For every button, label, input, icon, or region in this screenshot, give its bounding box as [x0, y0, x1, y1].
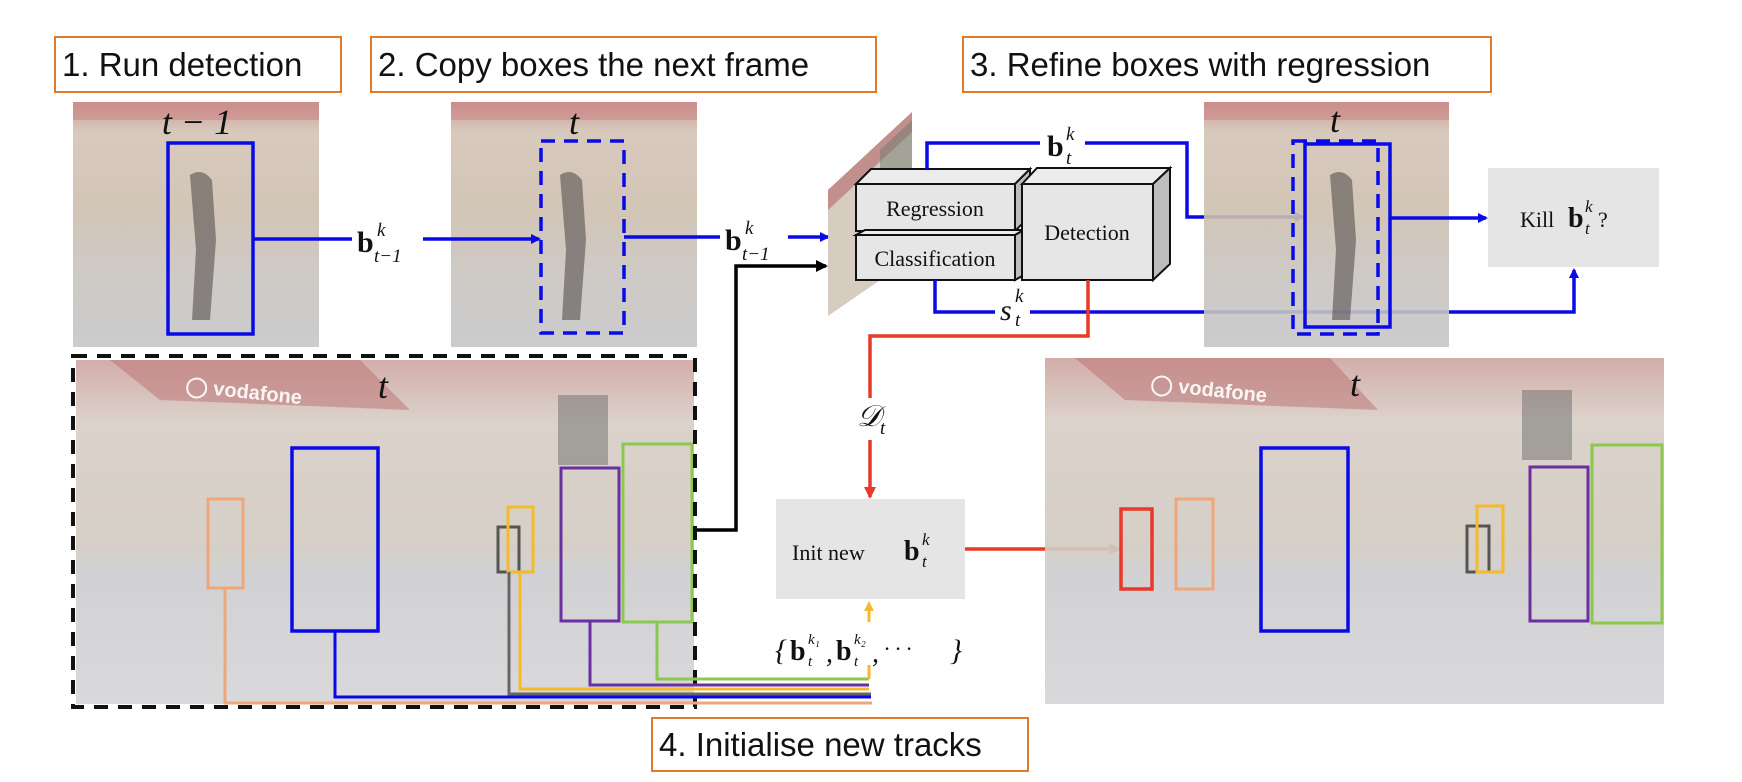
svg-text:b: b [790, 636, 806, 667]
copy-box-arrow: b k t−1 [253, 220, 541, 267]
track-box-orange [1174, 497, 1215, 591]
step-2-label: 2. Copy boxes the next frame [378, 46, 809, 83]
candidate-set-label: { b k₁ t , b k₂ t , · · · } [775, 632, 962, 670]
regression-head: Regression [853, 166, 1033, 234]
input-box-arrow: b k t−1 [624, 218, 830, 265]
frame-output-time-label: t [1350, 364, 1361, 404]
svg-text:,: , [872, 638, 879, 669]
svg-text:k: k [377, 220, 386, 241]
svg-text:b: b [1568, 203, 1584, 234]
step-1-label-box: 1. Run detection [54, 36, 342, 93]
frame-output: ◯ vodafone t [1045, 358, 1664, 704]
svg-text:t: t [1066, 148, 1072, 169]
pedestrian-silhouette [1330, 171, 1356, 320]
svg-text:k₂: k₂ [854, 632, 866, 648]
unmatched-detection-lines [223, 572, 872, 705]
svg-text:· · ·: · · · [884, 636, 912, 661]
frame-refined-time-label: t [1330, 100, 1341, 140]
kill-label: Kill [1520, 207, 1554, 232]
svg-text:?: ? [1598, 207, 1608, 232]
init-new-track-box: Init new b k t [776, 499, 965, 599]
svg-text:t−1: t−1 [374, 246, 402, 267]
svg-text:b: b [357, 226, 374, 259]
detection-head: Detection [1019, 165, 1173, 283]
svg-text:}: } [950, 634, 962, 667]
svg-text:k: k [1066, 124, 1075, 145]
classification-label: Classification [875, 246, 996, 271]
track-box-purple [1528, 465, 1590, 623]
new-track-box-red [1119, 507, 1154, 591]
frame-to-network-arrow [697, 260, 828, 532]
frame-prev-time-label: t − 1 [162, 102, 232, 142]
frame-full-detections: ◯ vodafone t [71, 354, 697, 709]
regression-label: Regression [886, 196, 984, 221]
svg-text:b: b [1047, 130, 1064, 163]
svg-text:s: s [1000, 294, 1012, 327]
step-1-label: 1. Run detection [62, 46, 302, 83]
svg-text:b: b [904, 536, 920, 567]
label-s-k-t: s k t [1000, 286, 1024, 331]
frame-prev: t − 1 [73, 102, 319, 347]
track-box-blue [1259, 446, 1350, 633]
pedestrian-silhouette [560, 171, 586, 320]
classification-head: Classification [852, 228, 1028, 282]
svg-text:t: t [1015, 310, 1021, 331]
kill-decision-box: Kill b k t ? [1488, 168, 1659, 267]
step-3-label: 3. Refine boxes with regression [970, 46, 1430, 83]
frame-copied-time-label: t [569, 102, 580, 142]
frame-refined: t [1204, 100, 1449, 347]
svg-text:k: k [922, 530, 930, 549]
svg-text:t: t [1585, 219, 1591, 238]
track-box-green [1590, 443, 1664, 625]
svg-text:k: k [745, 218, 754, 239]
step-4-label: 4. Initialise new tracks [659, 726, 982, 763]
svg-text:t: t [880, 418, 886, 439]
svg-text:b: b [836, 636, 852, 667]
label-D-t: 𝒟 t [857, 400, 886, 439]
frame-refined-image [1204, 102, 1449, 347]
svg-text:t: t [854, 654, 859, 670]
step-4-label-box: 4. Initialise new tracks [651, 717, 1029, 772]
network-heads: Regression Classification Detection [852, 165, 1173, 283]
label-b-k-t-minus-1-b: b k t−1 [725, 218, 770, 265]
pedestrian-silhouette [190, 171, 216, 320]
svg-text:k₁: k₁ [808, 632, 820, 648]
label-b-k-t-top: b k t [1047, 124, 1075, 169]
frame-copied: t [451, 102, 697, 347]
step-3-label-box: 3. Refine boxes with regression [962, 36, 1492, 93]
label-b-k-t-minus-1-a: b k t−1 [357, 220, 402, 267]
svg-text:k: k [1015, 286, 1024, 307]
svg-text:b: b [725, 224, 742, 257]
svg-text:{: { [775, 634, 787, 667]
dashed-frame-border [71, 354, 697, 709]
svg-text:k: k [1585, 197, 1593, 216]
svg-text:t: t [922, 552, 928, 571]
detection-label: Detection [1044, 220, 1130, 245]
step-2-label-box: 2. Copy boxes the next frame [370, 36, 877, 93]
init-label: Init new [792, 540, 865, 565]
refined-track-box [1303, 142, 1392, 329]
svg-text:t−1: t−1 [742, 244, 770, 265]
svg-text:,: , [826, 638, 833, 669]
track-box-yellow [1475, 504, 1505, 574]
frame-full-time-label: t [378, 366, 389, 406]
svg-text:t: t [808, 654, 813, 670]
